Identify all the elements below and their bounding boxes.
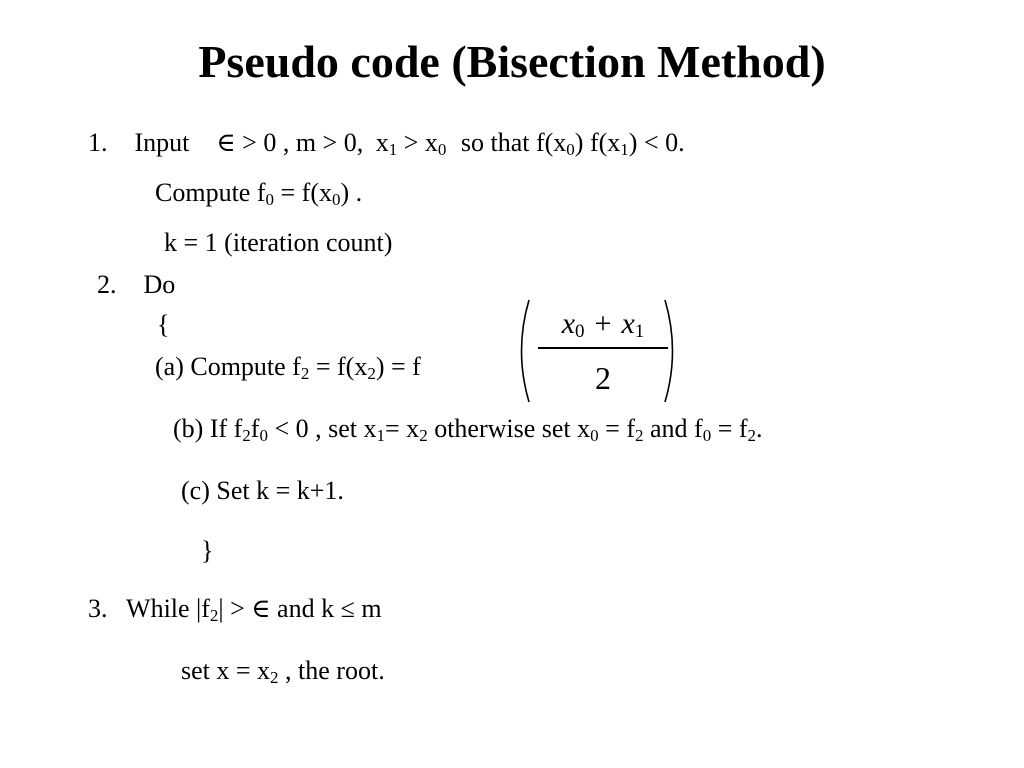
- set-sub-2: 2: [270, 668, 279, 687]
- if-f2-text: (b) If f: [173, 414, 243, 443]
- while-text: While |f: [126, 594, 210, 623]
- epsilon-symbol: ∈: [216, 128, 236, 157]
- b-sub-2b: 2: [419, 426, 428, 445]
- while-sub-2: 2: [209, 606, 219, 625]
- f2-end-text: ) = f: [375, 352, 421, 381]
- gt-symbol: >: [242, 128, 257, 157]
- b-eq3-text: = f: [711, 414, 748, 443]
- open-brace: {: [157, 310, 170, 339]
- step2-number: 2.: [97, 270, 117, 299]
- do-label: Do: [143, 270, 176, 299]
- compute-end-text: ) .: [340, 178, 363, 207]
- b-sub-2c: 2: [634, 426, 644, 445]
- step1-number: 1.: [88, 128, 108, 157]
- sub-0-b: 0: [566, 140, 575, 159]
- so-that-text: so that f(x: [460, 128, 567, 157]
- step3-while-line: 3. While |f2| > ∈ and k ≤ m: [88, 592, 382, 626]
- fraction-bar: [538, 347, 668, 349]
- compute-f2-text: (a) Compute f: [155, 352, 301, 381]
- b-eq2-text: = f: [598, 414, 635, 443]
- sub-0-d: 0: [331, 190, 341, 209]
- set-root-line: set x = x2 , the root.: [181, 654, 385, 688]
- sub-1: 1: [388, 140, 398, 159]
- b-sub-0: 0: [259, 426, 268, 445]
- compute-f0-line: Compute f0 = f(x0) .: [155, 176, 362, 210]
- step2b-line: (b) If f2f0 < 0 , set x1= x2 otherwise s…: [173, 412, 763, 446]
- fraction-denominator: 2: [595, 360, 611, 396]
- sub-0: 0: [437, 140, 447, 159]
- b-sub-2: 2: [242, 426, 251, 445]
- while-cond-text: | > ∈ and k ≤ m: [218, 594, 382, 623]
- left-paren-icon: [520, 299, 530, 403]
- num-sub-0: 0: [575, 321, 585, 342]
- plus-symbol: +: [594, 307, 612, 340]
- b-f-text: f: [250, 414, 260, 443]
- sub-1-b: 1: [620, 140, 629, 159]
- k-init-line: k = 1 (iteration count): [164, 228, 393, 257]
- num-sub-1: 1: [634, 321, 645, 342]
- step1-input-line: 1. Input ∈ > 0 , m > 0, x1 > x0 so that …: [88, 126, 685, 160]
- lt-zero-text: ) < 0.: [628, 128, 685, 157]
- b-eq-text: = x: [385, 414, 420, 443]
- slide-title: Pseudo code (Bisection Method): [198, 36, 826, 87]
- root-text: , the root.: [278, 656, 385, 685]
- sub-2-b: 2: [367, 364, 376, 383]
- b-end-text: .: [756, 414, 763, 443]
- fraction-numerator: x0+x1: [540, 306, 666, 342]
- close-brace: }: [201, 536, 214, 565]
- b-cond-text: < 0 , set x: [267, 414, 377, 443]
- step2-do-line: 2. Do: [97, 268, 175, 302]
- b-sub-2d: 2: [747, 426, 757, 445]
- compute-mid-text: = f(x: [274, 178, 332, 207]
- zero-value: 0: [263, 128, 277, 157]
- b-sub-0b: 0: [590, 426, 599, 445]
- f2-mid-text: = f(x: [309, 352, 368, 381]
- b-sub-1: 1: [376, 426, 386, 445]
- f-x1-text: ) f(x: [574, 128, 621, 157]
- num-x1: x: [621, 307, 635, 340]
- sub-2: 2: [300, 364, 310, 383]
- step3-number: 3.: [88, 594, 108, 623]
- step2c-line: (c) Set k = k+1.: [181, 476, 344, 505]
- midpoint-fraction: x0+x1 2: [512, 298, 684, 404]
- b-and-text: and f: [643, 414, 703, 443]
- step2a-line: (a) Compute f2 = f(x2) = f: [155, 350, 421, 384]
- set-x-text: set x = x: [181, 656, 271, 685]
- compute-f-text: Compute f: [155, 178, 266, 207]
- x1-var: x: [375, 128, 389, 157]
- sub-0-c: 0: [265, 190, 275, 209]
- m-condition: , m > 0,: [282, 128, 364, 157]
- x0-var: x: [424, 128, 438, 157]
- num-x0: x: [561, 307, 576, 340]
- gt-symbol-2: >: [403, 128, 419, 157]
- step1-input-label: Input: [134, 128, 190, 157]
- b-sub-0c: 0: [702, 426, 712, 445]
- right-paren-icon: [664, 299, 674, 403]
- otherwise-text: otherwise set x: [427, 414, 591, 443]
